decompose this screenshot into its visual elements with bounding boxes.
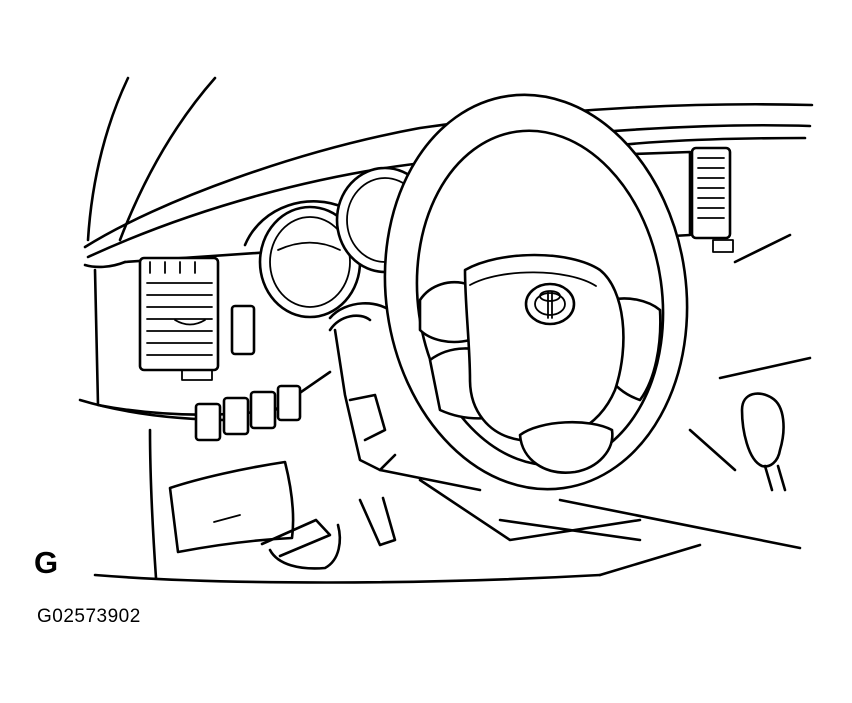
gear-shifter: [688, 392, 787, 492]
steering-column: [328, 314, 642, 542]
toyota-emblem-icon: [524, 282, 576, 326]
right-air-vent: [690, 146, 812, 380]
left-air-vent: [138, 256, 256, 381]
center-console: [498, 498, 802, 550]
view-letter: G: [34, 545, 59, 580]
switch-panel: [194, 384, 302, 442]
figure-code: G02573902: [37, 606, 141, 627]
a-pillar: [86, 76, 217, 242]
knee-panel: [168, 460, 397, 570]
